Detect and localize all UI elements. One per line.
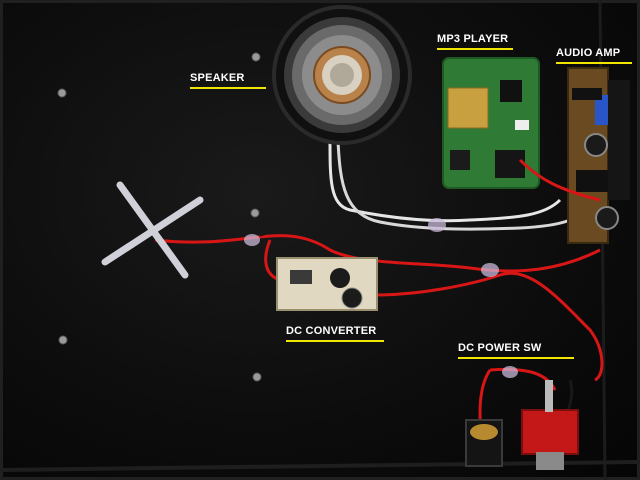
screw [251,52,261,62]
screw [58,335,68,345]
cable-clips [244,218,518,378]
wires-red [154,158,604,441]
enclosure-bottom-edge [0,460,640,472]
power-switch [521,380,579,470]
capacitor [595,206,619,230]
screw [250,208,260,218]
speaker [272,5,412,145]
capacitor [584,133,608,157]
mp3-player-label: MP3 PLAYER [437,33,513,50]
audio-amp-label: AUDIO AMP [556,47,632,64]
screw [57,88,67,98]
screw [252,372,262,382]
speaker-label: SPEAKER [190,72,266,89]
dc-converter-label: DC CONVERTER [286,325,384,342]
wires-black [259,208,574,421]
dc-converter-board [276,257,378,311]
antenna-bracket [101,181,204,279]
screws [57,52,262,382]
audio-amp-board [567,67,630,244]
mp3-player-board [442,57,540,189]
speaker-wire-white [328,139,562,223]
dc-power-sw-label: DC POWER SW [458,342,574,359]
dc-power-jack [465,419,503,467]
